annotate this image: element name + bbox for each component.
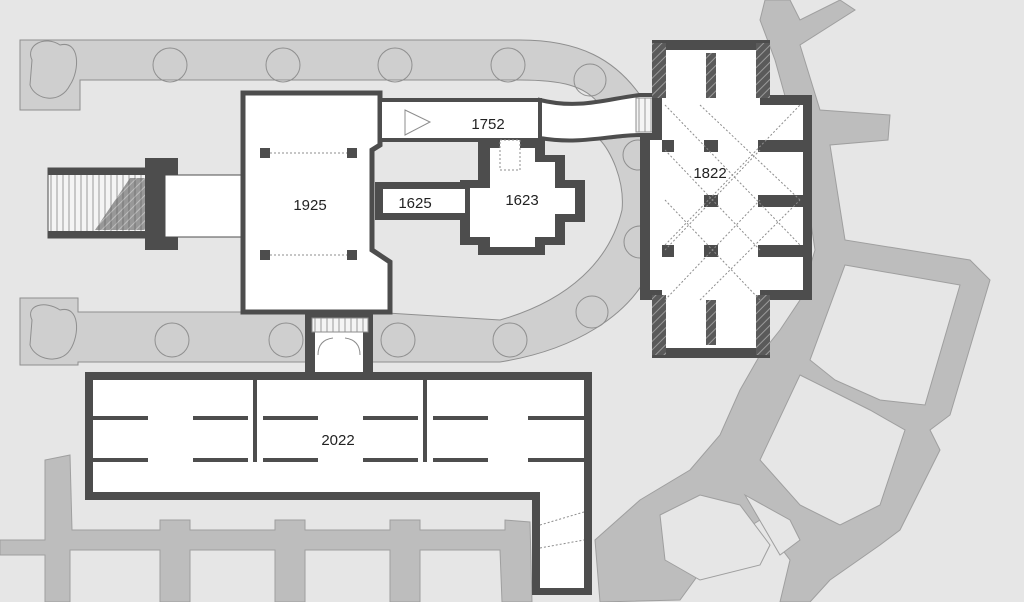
room-label-1925: 1925 [293,197,326,214]
room-label-1822: 1822 [693,165,726,182]
room-label-1625: 1625 [398,195,431,212]
room-label-2022: 2022 [321,432,354,449]
chapel-1623 [460,139,585,255]
wing-2022 [85,372,592,595]
lower-outbuildings [0,454,533,602]
room-label-1623: 1623 [505,192,538,209]
cross-hall-1822 [640,40,812,358]
garden-trees [29,40,657,360]
south-vestibule [305,312,373,372]
corridor-1752 [378,93,657,143]
fortification-courtyards [659,264,961,581]
annex-1625 [375,182,465,220]
west-staircase [47,158,246,250]
room-label-1752: 1752 [471,116,504,133]
